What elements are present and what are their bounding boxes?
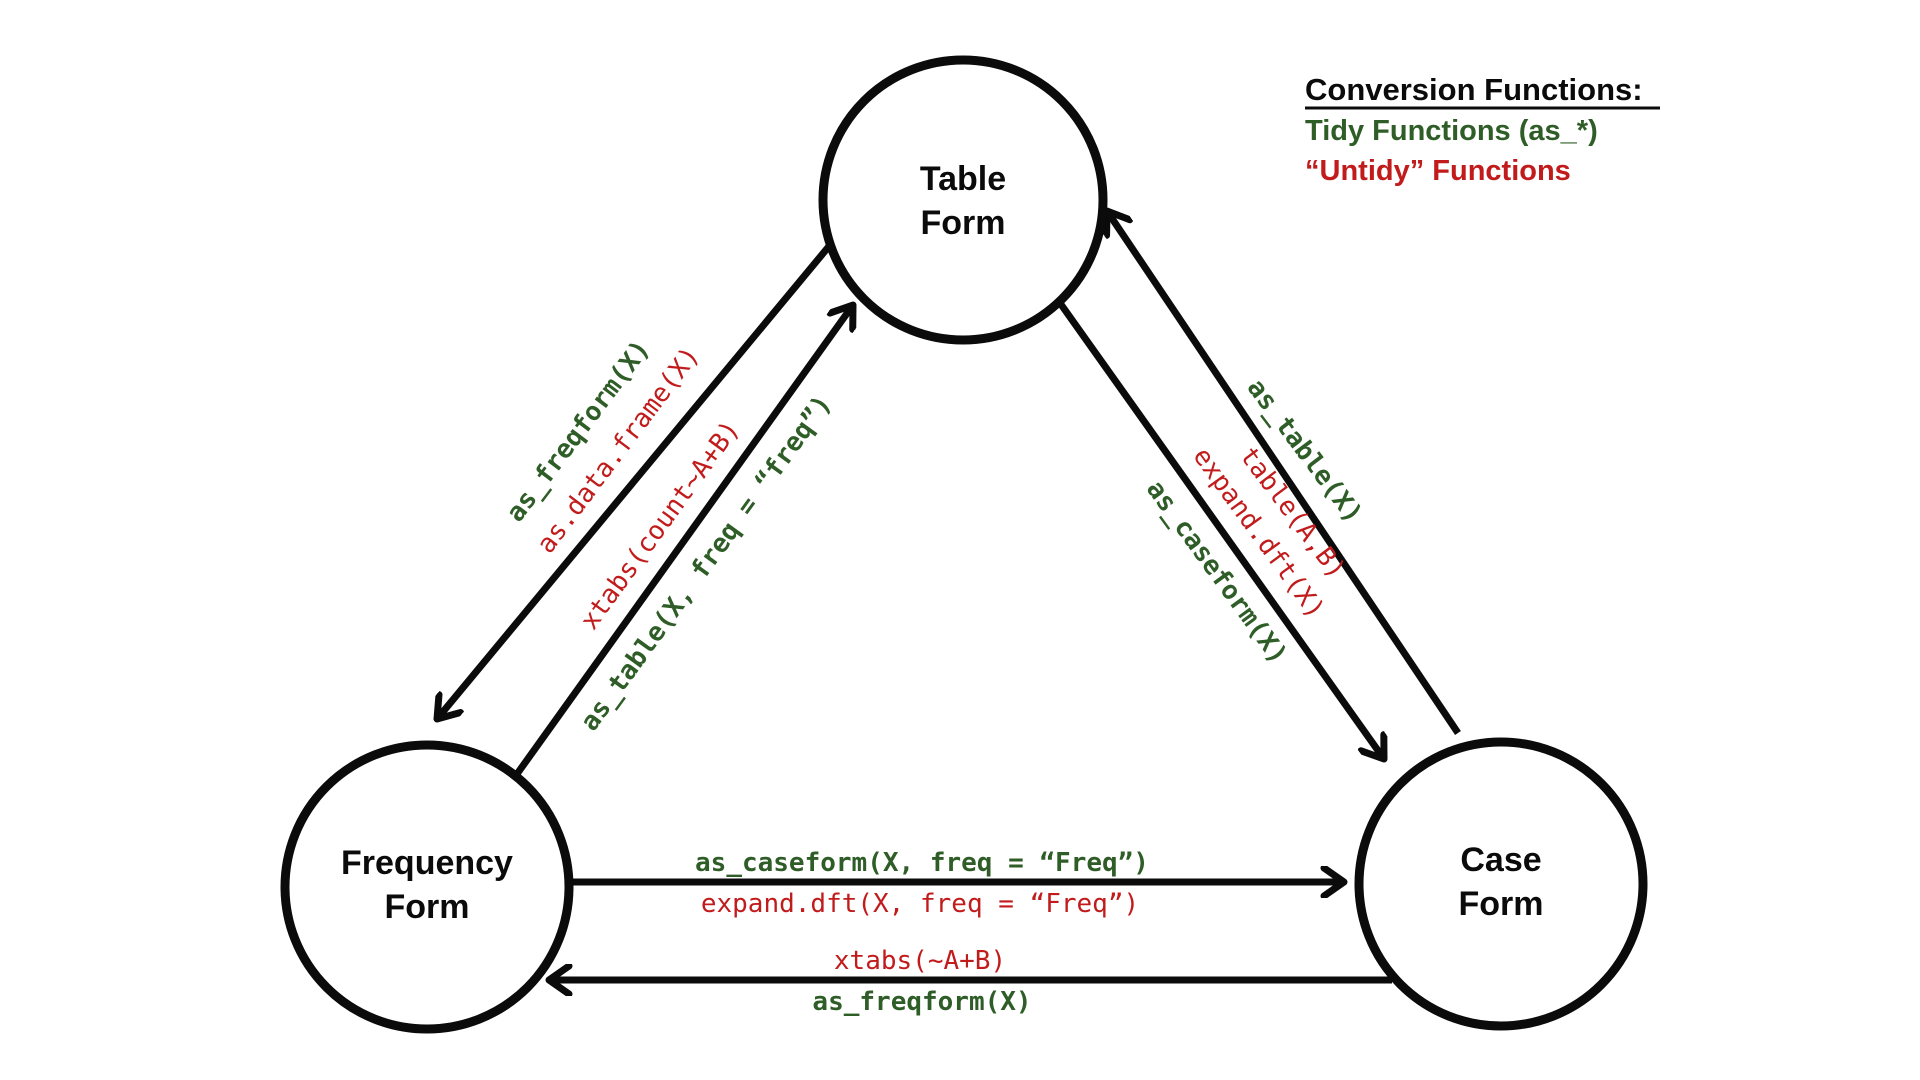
arrow-case-to-table [1107, 211, 1461, 735]
edge-label-case-to-frequency-untidy: xtabs(~A+B) [834, 946, 1006, 976]
edge-label-case-to-frequency-tidy: as_freqform(X) [812, 987, 1031, 1017]
arrow-table-to-frequency [437, 242, 833, 719]
edge-label-frequency-to-case-untidy: expand.dft(X, freq = “Freq”) [701, 889, 1139, 919]
node-case-circle [1354, 737, 1648, 1031]
legend-untidy-functions: “Untidy” Functions [1305, 155, 1571, 187]
node-table-circle [818, 55, 1108, 345]
node-case-label-line2: Form [1459, 885, 1544, 923]
node-frequency-label-line2: Form [385, 888, 470, 926]
node-table-label-line1: Table [920, 160, 1006, 198]
node-case-label-line1: Case [1460, 841, 1541, 879]
legend-tidy-functions: Tidy Functions (as_*) [1305, 115, 1598, 147]
node-table-label-line2: Form [921, 204, 1006, 242]
edge-label-frequency-to-case-tidy: as_caseform(X, freq = “Freq”) [695, 848, 1149, 878]
arrow-frequency-to-table [514, 305, 853, 777]
legend-title: Conversion Functions: [1305, 72, 1643, 107]
node-frequency-circle [280, 740, 574, 1034]
node-frequency-label-line1: Frequency [341, 844, 513, 882]
arrow-table-to-case [1057, 300, 1384, 759]
